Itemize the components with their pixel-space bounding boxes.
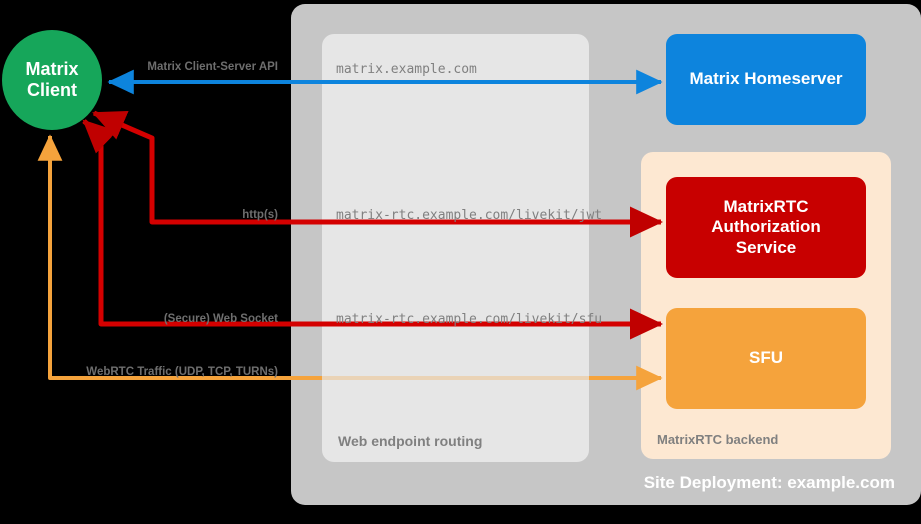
node-sfu[interactable]: SFU xyxy=(666,308,866,409)
web-endpoint-routing-label: Web endpoint routing xyxy=(338,433,483,450)
matrix-homeserver-label: Matrix Homeserver xyxy=(689,69,843,89)
auth-service-line1: MatrixRTC xyxy=(723,197,809,217)
endpoint-url-matrix: matrix.example.com xyxy=(336,62,477,77)
matrix-client-line1: Matrix xyxy=(25,58,79,79)
node-matrix-homeserver[interactable]: Matrix Homeserver xyxy=(666,34,866,125)
flow-label-webrtc: WebRTC Traffic (UDP, TCP, TURNs) xyxy=(86,366,278,378)
site-deployment-label: Site Deployment: example.com xyxy=(643,472,895,492)
node-matrix-client[interactable]: Matrix Client xyxy=(2,30,102,130)
node-matrixrtc-auth-service[interactable]: MatrixRTC Authorization Service xyxy=(666,177,866,278)
flow-label-websocket: (Secure) Web Socket xyxy=(163,313,278,325)
endpoint-url-livekit-sfu: matrix-rtc.example.com/livekit/sfu xyxy=(336,312,603,327)
matrixrtc-backend-label: MatrixRTC backend xyxy=(657,431,779,447)
auth-service-line3: Service xyxy=(735,237,797,257)
flow-label-client-server-api: Matrix Client-Server API xyxy=(147,61,278,73)
endpoint-url-livekit-jwt: matrix-rtc.example.com/livekit/jwt xyxy=(336,208,603,223)
sfu-label: SFU xyxy=(749,348,783,368)
flow-label-https: http(s) xyxy=(242,209,278,221)
matrix-client-line2: Client xyxy=(26,80,77,100)
auth-service-line2: Authorization xyxy=(711,217,821,237)
